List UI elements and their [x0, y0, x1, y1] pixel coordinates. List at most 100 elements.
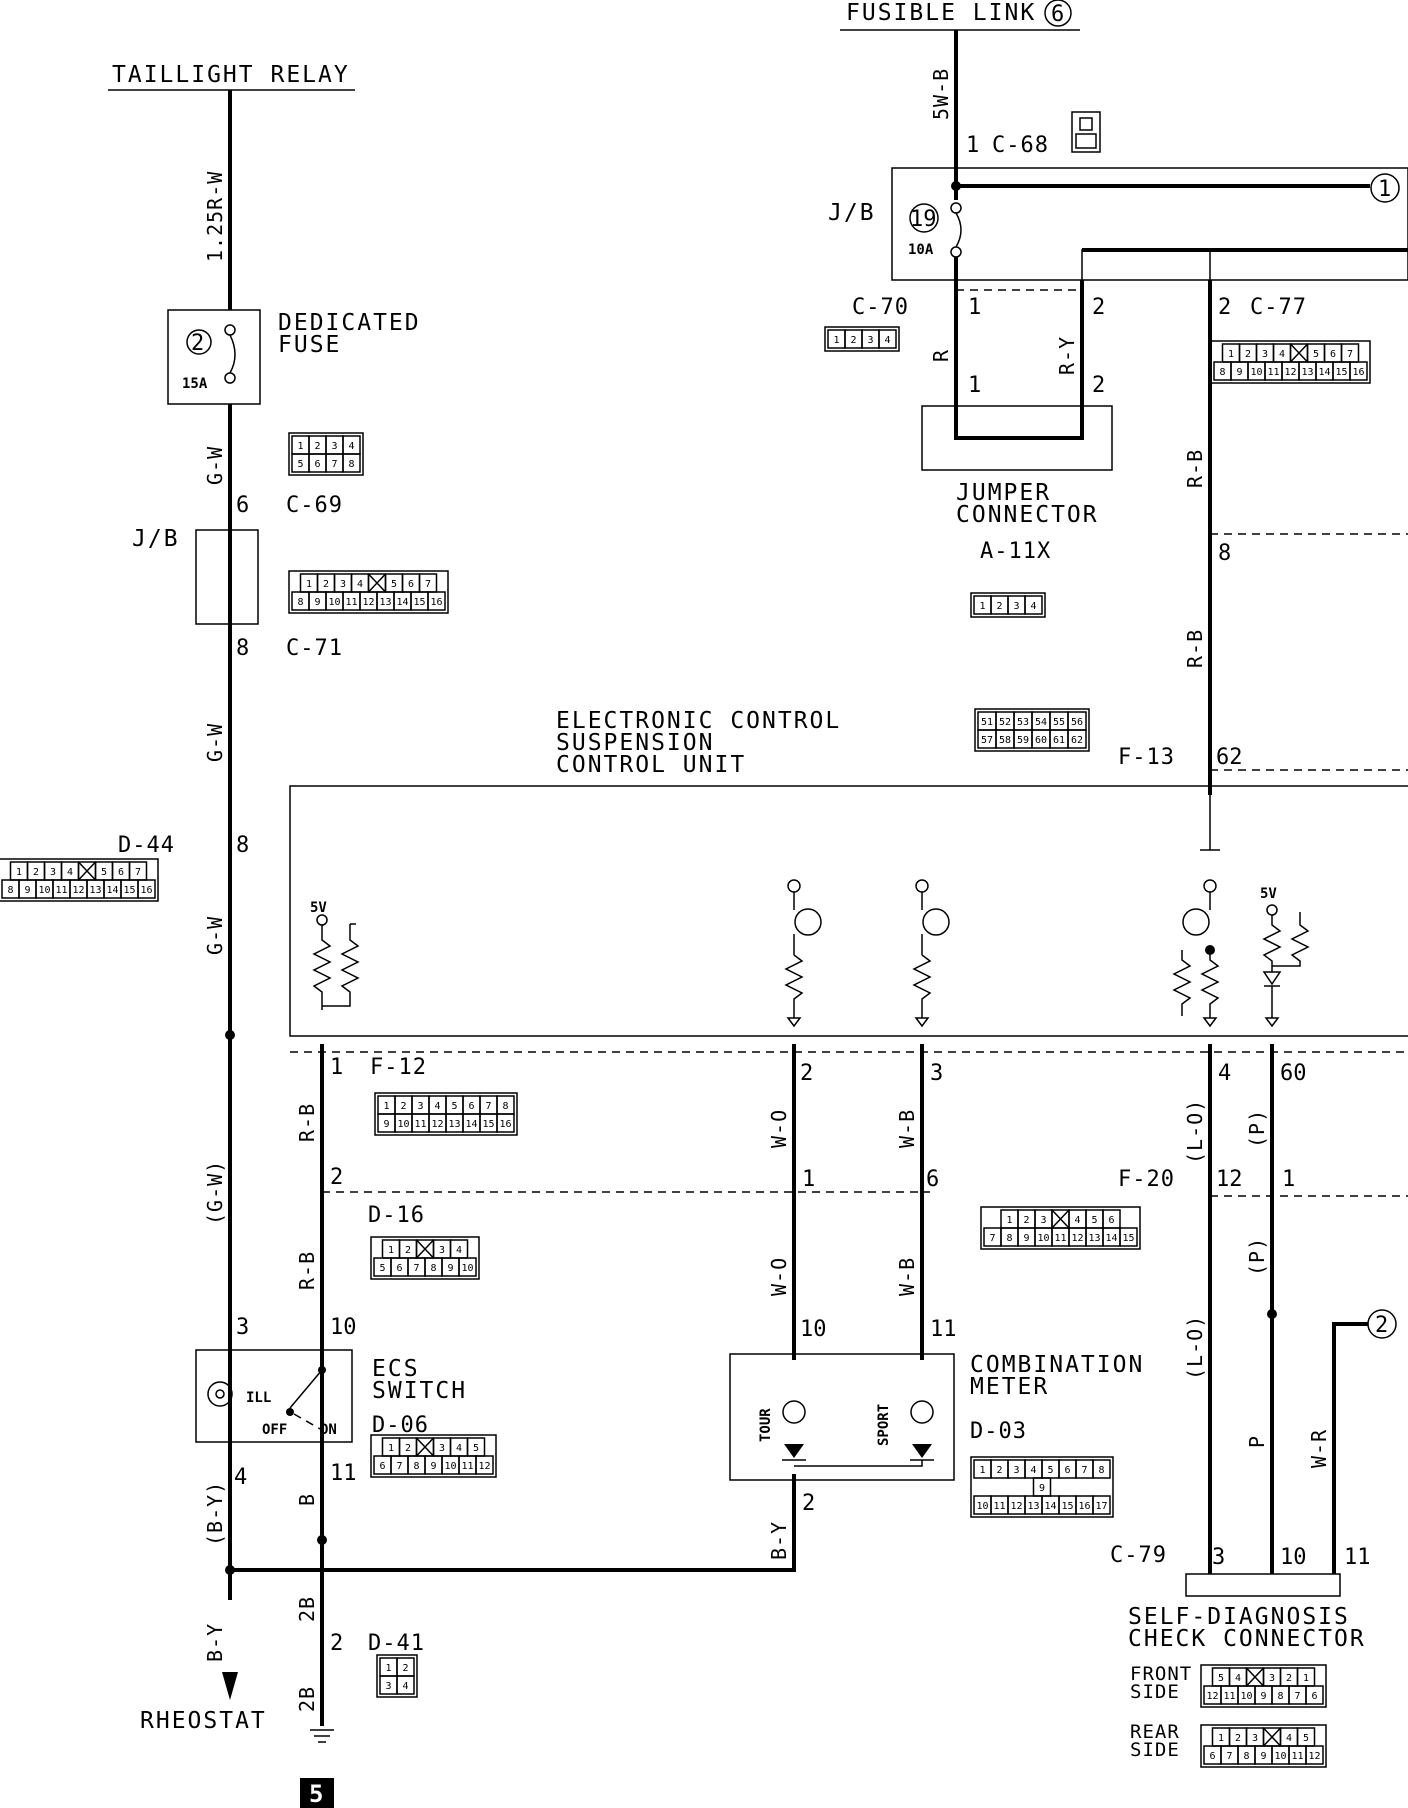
jb-box-right: [891, 167, 1408, 281]
rear-cell-label: 8: [1243, 1751, 1249, 1762]
rear-cell-label: 7: [1226, 1751, 1232, 1762]
self-diagnosis-connector: C-79 3 10 11 SELF-DIAGNOSIS CHECK CONNEC…: [1110, 1543, 1371, 1761]
d16-cell-label: 7: [413, 1263, 419, 1274]
wire-label-5wb: 5W-B: [929, 68, 953, 120]
d06-label: D-06: [372, 1413, 429, 1438]
ecs-switch: ILL OFF ON ECS SWITCH D-06 4 (B-Y) B-Y R…: [140, 1349, 796, 1808]
d44-cell-label: 2: [33, 867, 39, 878]
wire-label-rb-2: R-B: [1183, 629, 1207, 668]
front-cell-label: 9: [1260, 1691, 1266, 1702]
c69-cell-label: 3: [331, 441, 337, 452]
c71-cell-label: 2: [323, 579, 329, 590]
d44-cell-label: 13: [89, 885, 101, 896]
f13-cell-label: 59: [1017, 735, 1029, 746]
d03-cell-label: 10: [976, 1501, 988, 1512]
d16-cell-label: 4: [456, 1245, 462, 1256]
combination-meter-label-1: COMBINATION: [970, 1352, 1144, 1378]
c71-cell-label: 3: [340, 579, 346, 590]
fuse-2-number: 2: [191, 331, 204, 356]
wire-label-lo-1: (L-O): [1183, 1099, 1207, 1164]
f20-cell: [1119, 1227, 1138, 1247]
c71-blank-cell-mark: [367, 573, 387, 593]
a11x-cell-label: 3: [1013, 601, 1019, 612]
pin-6-c69: 6: [236, 493, 249, 518]
c70-outline: [824, 326, 900, 352]
f12-cell-label: 15: [482, 1119, 494, 1130]
wire-label-gw-paren: (G-W): [203, 1160, 227, 1225]
dedicated-fuse-box: [167, 309, 261, 405]
rear-cell-label: 11: [1291, 1751, 1303, 1762]
pin-8-d44: 8: [236, 833, 249, 858]
c70-cell: [878, 329, 897, 349]
f13-cell-label: 51: [981, 717, 993, 728]
fuse-2-rating: 15A: [182, 376, 208, 392]
front-cell-label: 7: [1294, 1691, 1300, 1702]
d06-cell-label: 10: [444, 1461, 456, 1472]
f12-cell: [496, 1113, 515, 1133]
jumper-label-1: JUMPER: [956, 480, 1051, 506]
front-cell: [1305, 1685, 1324, 1705]
a11x-outline: [970, 592, 1046, 618]
pin-4-f12: 4: [1218, 1061, 1231, 1086]
c70-cell-label: 3: [867, 335, 873, 346]
ecu-box: [289, 785, 1408, 1037]
off-label: OFF: [262, 1422, 287, 1438]
c71-cell-label: 13: [379, 597, 391, 608]
d16-cell-label: 3: [439, 1245, 445, 1256]
c69-cell-label: 6: [314, 459, 320, 470]
pin-10-c79: 10: [1280, 1545, 1307, 1570]
c71-outline: [288, 570, 449, 614]
jb-label-right: J/B: [828, 200, 876, 226]
f13-cell-label: 60: [1035, 735, 1047, 746]
d03-cell-label: 6: [1064, 1465, 1070, 1476]
self-diagnosis-label-1: SELF-DIAGNOSIS: [1128, 1604, 1350, 1630]
d44-cell-label: 3: [50, 867, 56, 878]
c71-cell-label: 14: [396, 597, 408, 608]
c71-cell: [427, 591, 446, 611]
rear-cell-label: 9: [1260, 1751, 1266, 1762]
rear-cell-label: 6: [1209, 1751, 1215, 1762]
d06-outline: [370, 1434, 497, 1478]
a11x-cell-label: 4: [1030, 601, 1036, 612]
d41-cell: [396, 1675, 415, 1695]
f20-cell-label: 15: [1122, 1233, 1134, 1244]
c69-cell-label: 8: [348, 459, 354, 470]
c71-cell-label: 5: [391, 579, 397, 590]
wire-label-p-paren-1: (P): [1245, 1109, 1269, 1148]
front-side-label-2: SIDE: [1130, 1681, 1180, 1703]
d03-cell: [1092, 1495, 1111, 1515]
c77-cell-label: 5: [1313, 349, 1319, 360]
c69-label: C-69: [286, 493, 343, 518]
dedicated-fuse-label-2: FUSE: [278, 332, 341, 358]
c71-cell-label: 7: [425, 579, 431, 590]
front-cell-label: 3: [1269, 1673, 1275, 1684]
c69-cell-label: 4: [348, 441, 354, 452]
f12-cell-label: 5: [451, 1101, 457, 1112]
tour-label: TOUR: [758, 1408, 774, 1442]
c69-cell-label: 1: [297, 441, 303, 452]
taillight-relay-label: TAILLIGHT RELAY: [112, 62, 350, 88]
d06-cell-label: 11: [461, 1461, 473, 1472]
pin-3-c79: 3: [1212, 1545, 1225, 1570]
f20-cell-label: 9: [1023, 1233, 1029, 1244]
d03-cell-label: 5: [1047, 1465, 1053, 1476]
d06-cell-label: 7: [396, 1461, 402, 1472]
d44-cell-label: 1: [16, 867, 22, 878]
d06-cell-label: 12: [478, 1461, 490, 1472]
d03-cell-label: 7: [1081, 1465, 1087, 1476]
ill-label: ILL: [246, 1390, 271, 1406]
wire-label-rb-3: R-B: [295, 1103, 319, 1142]
pin-1-c70: 1: [968, 295, 981, 320]
c77-cell-label: 10: [1250, 367, 1262, 378]
ecs-switch-box: [195, 1349, 353, 1443]
front-cell-label: 2: [1286, 1673, 1292, 1684]
front-cell-label: 4: [1235, 1673, 1241, 1684]
pin-2-combo: 2: [802, 1491, 815, 1516]
f20-cell-label: 10: [1037, 1233, 1049, 1244]
rear-cell-label: 2: [1235, 1733, 1241, 1744]
c70-label: C-70: [852, 295, 909, 320]
f20-cell-label: 12: [1071, 1233, 1083, 1244]
d06-cell: [475, 1455, 494, 1475]
